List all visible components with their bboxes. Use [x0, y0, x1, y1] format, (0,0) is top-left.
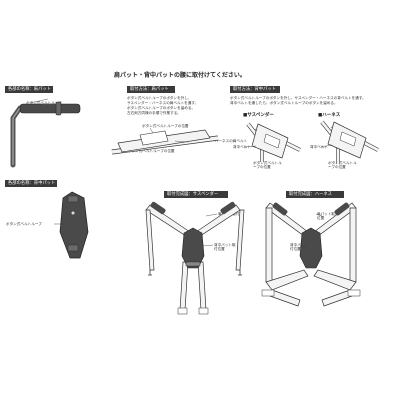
step-shoulder-tag: 取付方法：肩パット	[127, 86, 175, 93]
suspender-loop-pos-label: ボタン式ベルトループの位置	[253, 161, 282, 170]
step-back-line-2: 背中ベルトを通したら、ボタン式ベルトループのボタンを留める。	[230, 101, 338, 105]
step-shoulder-line-4: 左右両方同様の手順で作業する。	[127, 111, 181, 115]
completed-suspender-tag: 取付完成図：サスペンダー	[164, 191, 228, 198]
suspender-back-pos-label: 背中パット取付位置	[214, 243, 236, 252]
page-heading: 肩パット・背中パットの腰に取付けてください。	[114, 72, 246, 79]
step-shoulder-loop2-label: ボタン式ベルトループの位置	[128, 149, 175, 153]
step-shoulder-line-3: ボタン式ベルトループのボタンを留める。	[127, 106, 196, 110]
shoulder-part-tag: 各部の名称：肩パット	[5, 86, 53, 93]
shoulder-belt-loop-label: ボタン式ベルトループ	[26, 101, 62, 105]
step-back-line-1: ボタン式ベルトループのボタンを外し、サスペンダー・ハーネスの背ベルトを通す。	[230, 96, 366, 100]
back-part-tag: 各部の名称：背中パット	[5, 180, 57, 187]
harness-shoulder-pos-label: 肩パット取付位置	[317, 212, 339, 221]
step-back-tag: 取付方法：背中パット	[230, 86, 280, 93]
step-shoulder-belt-label: サスペンダー・ハーネスの肩ベルト	[190, 139, 248, 143]
step-shoulder-line-2: サスペンダー・ハーネスの肩ベルトを通す。	[127, 101, 199, 105]
completed-harness-tag: 取付完成図：ハーネス	[286, 191, 344, 198]
harness-loop-pos-label: ボタン式ベルトループの位置	[328, 161, 357, 170]
suspender-label: ■サスペンダー	[243, 113, 274, 118]
suspender-back-belt-label: 背中ベルト	[233, 145, 251, 149]
harness-back-belt-label: 背中ベルト	[310, 145, 328, 149]
back-belt-loop-label: ボタン式ベルトループ	[6, 222, 42, 226]
harness-label: ■ハーネス	[318, 113, 341, 118]
step-shoulder-loop-label: ボタン式ベルトループの位置	[142, 124, 189, 128]
step-shoulder-line-1: ボタン式ベルトループのボタンを外し、	[127, 96, 192, 100]
